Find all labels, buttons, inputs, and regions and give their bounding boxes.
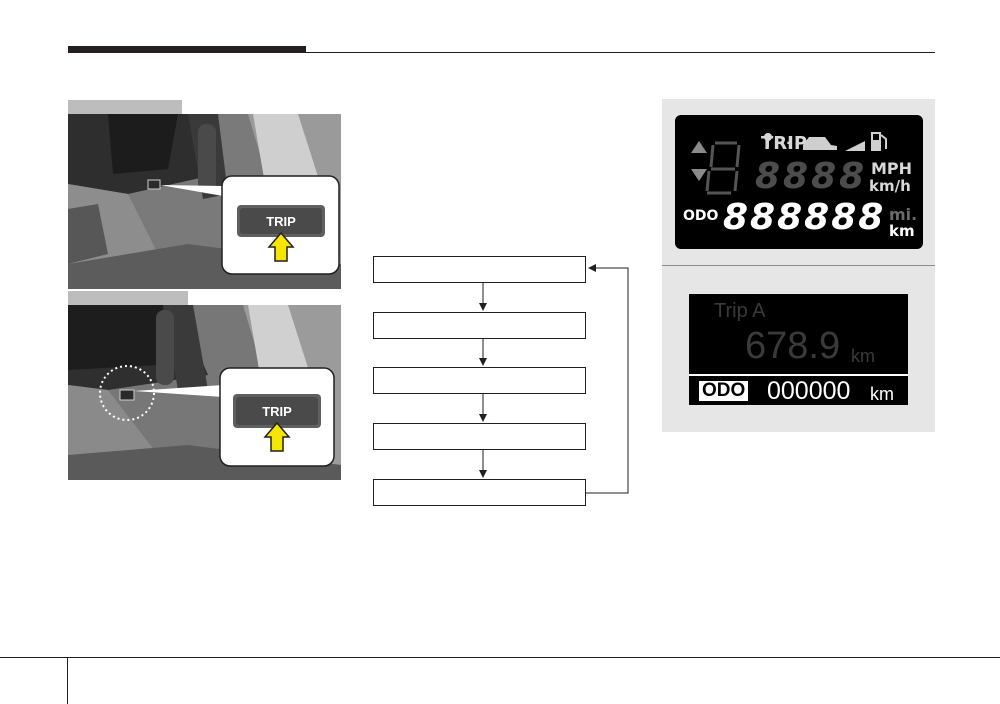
up-triangle-icon [691,141,707,153]
photo-steering-column-bottom [68,305,341,480]
tft-trip-label: Trip A [714,300,766,322]
arrow-up-icon [267,231,295,262]
flow-box-3 [373,367,586,394]
trip-button-callout-top: TRIP [221,175,340,275]
lcd-unit-kmh: km/h [869,177,911,195]
header-rule-thin [306,52,935,53]
photo-top-caption-bar [68,100,182,114]
car-icon [803,137,837,150]
lcd-speed-digits: 8888 [755,156,868,197]
tft-divider [689,374,908,376]
road-slope-icon [845,141,865,151]
footer-tick [67,657,68,704]
fuel-pump-icon [871,132,881,151]
footer-rule [0,657,1000,658]
tft-trip-value: 678.9 [745,325,841,367]
trip-button-label-bottom: TRIP [262,404,292,419]
flow-box-1 [373,256,586,283]
lcd-unit-mi: mi. [889,205,918,224]
arrow-up-icon [263,421,291,452]
tft-odo-unit: km [870,384,894,404]
trip-button-callout-bottom: TRIP [219,367,335,467]
lcd-odo-label: ODO [683,208,719,224]
tft-odo-value: 000000 [767,377,851,405]
flow-box-2 [373,312,586,339]
lcd-unit-km: km [889,222,915,240]
flow-arrows [479,264,629,494]
down-triangle-icon [691,169,707,181]
lcd-trip-dots: ... [775,133,792,147]
flow-box-4 [373,423,586,450]
flow-box-5 [373,479,586,506]
cluster-divider [662,265,935,266]
trip-button-label-top: TRIP [266,214,296,229]
tft-odo-label: ODO [699,381,749,401]
lcd-display: TRIP ... 8888 MPH km/h ODO 888888 mi. km [675,115,923,249]
photo-bottom-caption-bar [68,291,188,305]
lcd-trip-label: TRIP [761,133,808,154]
gear-digit-icon [705,141,741,195]
flow-loop-arrow-icon [586,264,629,494]
header-rule-thick [68,46,306,53]
lcd-unit-mph: MPH [871,159,913,178]
tft-display: Trip A 678.9 km ODO 000000 km [689,294,908,405]
tft-trip-unit: km [851,346,875,366]
lcd-odo-digits: 888888 [723,197,886,238]
